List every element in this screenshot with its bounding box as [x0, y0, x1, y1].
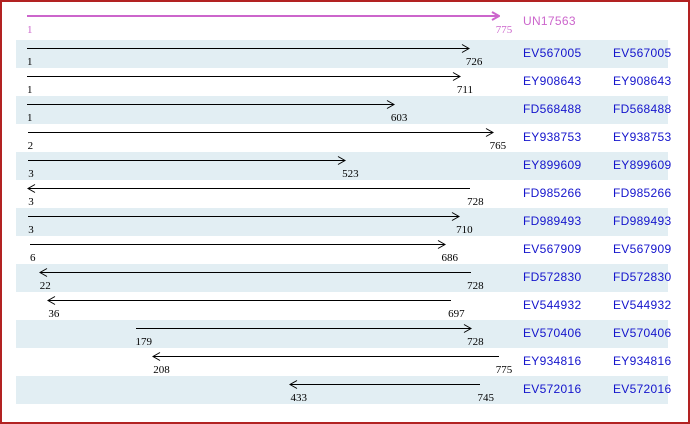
row-band: [16, 40, 668, 68]
accession-link-secondary[interactable]: EY899609: [613, 158, 672, 172]
arrow-left-icon: [152, 352, 500, 361]
start-coordinate: 1: [27, 112, 33, 124]
start-coordinate: 1: [27, 24, 33, 36]
row-band: [16, 320, 668, 348]
accession-link[interactable]: EV572016: [523, 382, 582, 396]
accession-link[interactable]: EV544932: [523, 298, 582, 312]
consensus-row: 1 775 UN17563: [2, 8, 688, 36]
arrow-right-icon: [27, 44, 470, 53]
arrow-right-icon: [28, 156, 347, 165]
alignment-row: 36 697 EV544932 EV544932: [2, 292, 688, 320]
end-coordinate: 775: [495, 24, 513, 36]
alignment-row: 208 775 EY934816 EY934816: [2, 348, 688, 376]
start-coordinate: 208: [153, 364, 170, 376]
start-coordinate: 3: [28, 196, 34, 208]
row-band: [16, 264, 668, 292]
arrow-right-icon: [30, 240, 447, 249]
accession-link-secondary[interactable]: EV570406: [613, 326, 672, 340]
alignment-row: 1 711 EY908643 EY908643: [2, 68, 688, 96]
alignment-row: 179 728 EV570406 EV570406: [2, 320, 688, 348]
arrow-right-icon: [27, 72, 461, 81]
end-coordinate: 523: [342, 168, 359, 180]
end-coordinate: 686: [441, 252, 458, 264]
alignment-row: 433 745 EV572016 EV572016: [2, 376, 688, 404]
start-coordinate: 36: [48, 308, 60, 320]
alignment-row: 3 728 FD985266 FD985266: [2, 180, 688, 208]
accession-link-secondary[interactable]: FD572830: [613, 270, 672, 284]
start-coordinate: 2: [27, 140, 34, 152]
start-coordinate: 433: [290, 392, 307, 404]
end-coordinate: 765: [489, 140, 507, 152]
alignment-row: 1 726 EV567005 EV567005: [2, 40, 688, 68]
start-coordinate: 1: [27, 84, 33, 96]
alignment-row: 3 710 FD989493 FD989493: [2, 208, 688, 236]
accession-link[interactable]: EY899609: [523, 158, 582, 172]
arrow-left-icon: [47, 296, 452, 305]
accession-link-secondary[interactable]: EY934816: [613, 354, 672, 368]
arrow-right-icon: [27, 100, 395, 109]
row-band: [16, 376, 668, 404]
accession-link[interactable]: EY908643: [523, 74, 582, 88]
accession-link-secondary[interactable]: FD985266: [613, 186, 672, 200]
start-coordinate: 179: [135, 336, 153, 348]
alignment-row: 2 765 EY938753 EY938753: [2, 124, 688, 152]
accession-link-secondary[interactable]: EY938753: [613, 130, 672, 144]
end-coordinate: 710: [456, 224, 473, 236]
end-coordinate: 745: [477, 392, 494, 404]
end-coordinate: 603: [390, 112, 408, 124]
accession-link-secondary[interactable]: FD989493: [613, 214, 672, 228]
accession-link[interactable]: EY934816: [523, 354, 582, 368]
accession-link-secondary[interactable]: FD568488: [613, 102, 672, 116]
accession-link[interactable]: FD572830: [523, 270, 582, 284]
row-band: [16, 208, 668, 236]
start-coordinate: 1: [27, 56, 33, 68]
row-band: [16, 152, 668, 180]
accession-link[interactable]: FD989493: [523, 214, 582, 228]
consensus-label[interactable]: UN17563: [523, 14, 576, 28]
accession-link-secondary[interactable]: EV544932: [613, 298, 672, 312]
end-coordinate: 711: [456, 84, 474, 96]
arrow-left-icon: [289, 380, 481, 389]
end-coordinate: 697: [448, 308, 465, 320]
end-coordinate: 726: [465, 56, 483, 68]
accession-link-secondary[interactable]: EV567909: [613, 242, 672, 256]
arrow-right-icon: [27, 128, 494, 137]
row-band: [16, 96, 668, 124]
arrow-right-icon: [27, 11, 500, 21]
alignment-row: 6 686 EV567909 EV567909: [2, 236, 688, 264]
accession-link[interactable]: FD568488: [523, 102, 582, 116]
accession-link-secondary[interactable]: EV567005: [613, 46, 672, 60]
arrow-right-icon: [135, 324, 472, 333]
start-coordinate: 3: [28, 224, 34, 236]
start-coordinate: 3: [28, 168, 34, 180]
alignment-row: 1 603 FD568488 FD568488: [2, 96, 688, 124]
alignment-row: 3 523 EY899609 EY899609: [2, 152, 688, 180]
accession-link[interactable]: EY938753: [523, 130, 582, 144]
start-coordinate: 22: [39, 280, 51, 292]
accession-link[interactable]: FD985266: [523, 186, 582, 200]
end-coordinate: 775: [495, 364, 513, 376]
accession-link[interactable]: EV567005: [523, 46, 582, 60]
arrow-left-icon: [38, 268, 471, 277]
accession-link[interactable]: EV570406: [523, 326, 582, 340]
start-coordinate: 6: [30, 252, 36, 264]
accession-link-secondary[interactable]: EV572016: [613, 382, 672, 396]
accession-link-secondary[interactable]: EY908643: [613, 74, 672, 88]
arrow-right-icon: [28, 212, 461, 221]
end-coordinate: 728: [467, 336, 484, 348]
end-coordinate: 728: [467, 280, 484, 292]
arrow-left-icon: [27, 184, 471, 193]
end-coordinate: 728: [467, 196, 484, 208]
alignment-row: 22 728 FD572830 FD572830: [2, 264, 688, 292]
accession-link[interactable]: EV567909: [523, 242, 582, 256]
